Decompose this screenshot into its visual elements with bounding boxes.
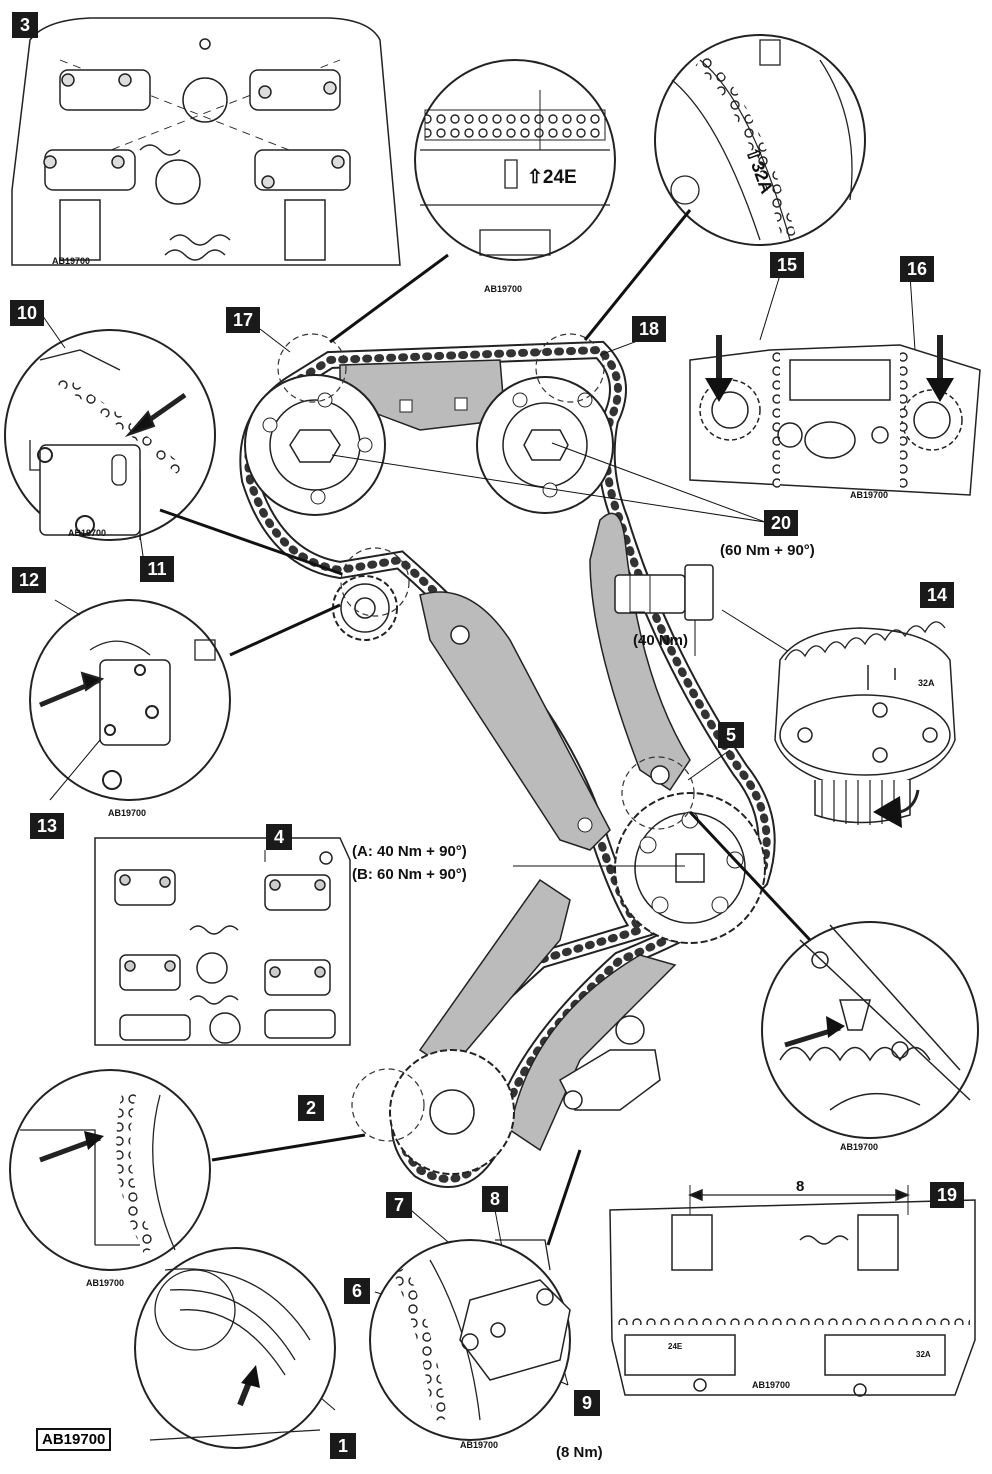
inset-10-tensioner <box>4 329 216 541</box>
callout-2: 2 <box>298 1095 324 1121</box>
timing-mark-24e-text: 24E <box>542 167 577 188</box>
callout-7: 7 <box>386 1192 412 1218</box>
callout-6: 6 <box>344 1278 370 1304</box>
inset-24e-mark <box>414 59 616 261</box>
inset-code-6-9: AB19700 <box>460 1440 499 1450</box>
inset-crank-mark <box>9 1069 211 1271</box>
callout-20: 20 <box>764 510 798 536</box>
callout-1: 1 <box>330 1433 356 1459</box>
inset-1-crank-pulley <box>134 1247 336 1449</box>
callout-19: 19 <box>930 1182 964 1208</box>
inset-19-head-side <box>609 1185 976 1397</box>
inset-sprocket-tooth <box>761 921 979 1139</box>
leader-lines <box>159 209 812 1246</box>
inset-4-cylinder-head <box>94 837 351 1046</box>
inset-32a-mark <box>654 34 866 246</box>
inset-code-3: AB19700 <box>52 256 91 266</box>
callout-15: 15 <box>770 252 804 278</box>
torque-a: (A: 40 Nm + 90°) <box>352 843 467 860</box>
callout-8: 8 <box>482 1186 508 1212</box>
callout-17: 17 <box>226 307 260 333</box>
inset-14-adjuster <box>774 621 956 828</box>
callout-10: 10 <box>10 300 44 326</box>
inset-code-tooth: AB19700 <box>840 1142 879 1152</box>
callout-4: 4 <box>266 824 292 850</box>
callout-18: 18 <box>632 316 666 342</box>
figure-code: AB19700 <box>36 1428 112 1451</box>
callout-12: 12 <box>12 567 46 593</box>
callout-16: 16 <box>900 256 934 282</box>
timing-mark-32a-small: 32A <box>918 678 935 688</box>
callout-5: 5 <box>718 722 744 748</box>
inset-code-12: AB19700 <box>108 808 147 818</box>
torque-20: (60 Nm + 90°) <box>720 542 815 559</box>
inset-code-15-16: AB19700 <box>850 490 889 500</box>
callout-11: 11 <box>140 556 174 582</box>
inset-code-10: AB19700 <box>68 528 107 538</box>
callout-3: 3 <box>12 12 38 38</box>
inset-3-camshaft-caps <box>11 17 401 266</box>
callout-13: 13 <box>30 813 64 839</box>
inset-15-16-camshafts <box>689 335 981 496</box>
torque-40: (40 Nm) <box>633 632 689 649</box>
timing-mark-32a-small-side: 32A <box>916 1350 931 1359</box>
inset-6-9-tensioner <box>369 1239 571 1441</box>
torque-9: (8 Nm) <box>556 1444 603 1461</box>
inset-code-19: AB19700 <box>752 1380 791 1390</box>
torque-b: (B: 60 Nm + 90°) <box>352 866 467 883</box>
inset-code-crank: AB19700 <box>86 1278 125 1288</box>
inset-code-24e: AB19700 <box>484 284 523 294</box>
callout-9: 9 <box>574 1390 600 1416</box>
timing-mark-24e-small: 24E <box>668 1342 683 1351</box>
inset-12-sensor <box>29 599 231 801</box>
main-chain-drive <box>239 333 776 1188</box>
timing-mark-24e: ⇧24E <box>527 167 577 188</box>
dimension-8: 8 <box>796 1178 805 1195</box>
callout-14: 14 <box>920 582 954 608</box>
